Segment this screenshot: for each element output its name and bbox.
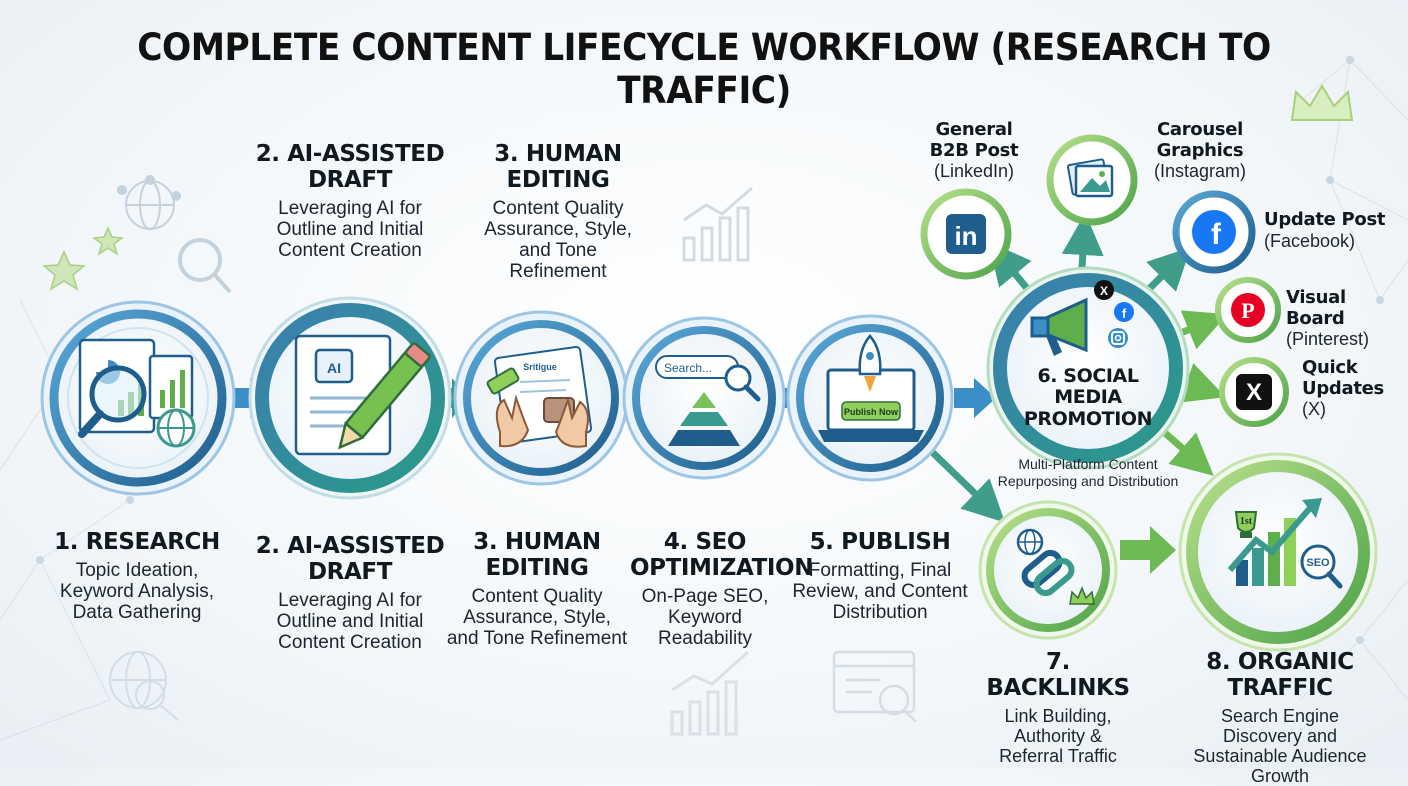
social-desc: Multi-Platform Content Repurposing and D… <box>990 456 1186 490</box>
social-label: 6. SOCIAL MEDIA PROMOTION <box>1008 366 1168 430</box>
facebook-platform: (Facebook) <box>1264 231 1394 252</box>
deco-crown-icon <box>1292 86 1352 120</box>
x-node: X <box>1222 360 1286 424</box>
top-draft-desc: Leveraging AI for Outline and Initial Co… <box>260 198 440 262</box>
linkedin-label: General B2B Post (LinkedIn) <box>926 120 1022 182</box>
x-name: Quick Updates <box>1302 358 1372 399</box>
instagram-platform: (Instagram) <box>1140 161 1260 182</box>
instagram-node <box>1050 138 1134 222</box>
draft-label: 2. AI-ASSISTED DRAFT Leveraging AI for O… <box>252 534 448 653</box>
deco-chart-bottom-icon <box>672 652 748 734</box>
linkedin-platform: (LinkedIn) <box>926 161 1022 182</box>
research-icon <box>80 340 194 446</box>
social-title: 6. SOCIAL MEDIA PROMOTION <box>1008 366 1168 430</box>
backlinks-title: 7. BACKLINKS <box>976 650 1140 702</box>
research-title: 1. RESEARCH <box>52 530 222 556</box>
deco-star-icon <box>44 228 122 289</box>
backlinks-node <box>980 502 1116 638</box>
x-icon: X <box>1246 379 1262 406</box>
arrow-6-linkedin <box>1002 258 1030 292</box>
top-draft-title: 2. AI-ASSISTED DRAFT <box>248 142 452 194</box>
draft-node: AI <box>250 298 450 498</box>
linkedin-icon: in <box>954 221 977 251</box>
mini-x-text: X <box>1100 284 1108 298</box>
facebook-name: Update Post <box>1264 210 1394 231</box>
facebook-icon: f <box>1211 218 1222 251</box>
x-platform: (X) <box>1302 399 1382 420</box>
seo-label: 4. SEO OPTIMIZATION On-Page SEO, Keyword… <box>630 530 780 649</box>
publish-title: 5. PUBLISH <box>790 530 970 556</box>
pinterest-node: P <box>1218 280 1278 340</box>
deco-browser-icon <box>834 652 916 722</box>
edit-node: Sritigue <box>455 312 627 484</box>
doc-heading-text: Sritigue <box>523 362 557 372</box>
pinterest-name: Visual Board <box>1286 288 1406 329</box>
traffic-node: 1st SEO <box>1180 454 1376 650</box>
publish-button-text: Publish Now <box>844 407 899 417</box>
backlinks-label: 7. BACKLINKS Link Building, Authority & … <box>976 650 1140 766</box>
deco-magnifier-icon <box>180 240 230 292</box>
mini-facebook-text: f <box>1122 306 1127 321</box>
deco-globe-bottom-icon <box>110 652 178 720</box>
facebook-node: f <box>1176 194 1252 270</box>
deco-globe-icon <box>118 176 180 229</box>
instagram-name: Carousel Graphics <box>1150 120 1250 161</box>
seo-node: Search... <box>624 318 784 478</box>
instagram-label: Carousel Graphics (Instagram) <box>1140 120 1260 182</box>
facebook-label: Update Post (Facebook) <box>1264 210 1394 251</box>
top-edit-desc: Content Quality Assurance, Style, and To… <box>468 198 648 283</box>
research-label: 1. RESEARCH Topic Ideation, Keyword Anal… <box>52 530 222 624</box>
traffic-label: 8. ORGANIC TRAFFIC Search Engine Discove… <box>1164 650 1396 786</box>
x-label: Quick Updates (X) <box>1302 358 1382 420</box>
traffic-title: 8. ORGANIC TRAFFIC <box>1164 650 1396 702</box>
backlinks-desc: Link Building, Authority & Referral Traf… <box>988 706 1128 766</box>
linkedin-name: General B2B Post <box>926 120 1022 161</box>
deco-chart-icon <box>684 188 752 260</box>
draft-desc: Leveraging AI for Outline and Initial Co… <box>264 590 436 654</box>
publish-node: Publish Now <box>788 316 952 480</box>
publish-label: 5. PUBLISH Formatting, Final Review, and… <box>790 530 970 624</box>
seo-badge-text: SEO <box>1306 557 1330 569</box>
edit-desc: Content Quality Assurance, Style, and To… <box>446 586 628 650</box>
draft-title: 2. AI-ASSISTED DRAFT <box>252 534 448 586</box>
top-draft-label: 2. AI-ASSISTED DRAFT Leveraging AI for O… <box>248 142 452 261</box>
pinterest-icon: P <box>1241 298 1254 323</box>
arrow-7-8 <box>1120 526 1176 574</box>
ai-chip-text: AI <box>327 360 341 376</box>
trophy-text: 1st <box>1240 516 1253 527</box>
search-box-text: Search... <box>664 361 712 375</box>
research-desc: Topic Ideation, Keyword Analysis, Data G… <box>52 560 222 624</box>
arrow-6-facebook <box>1148 262 1176 290</box>
edit-title: 3. HUMAN EDITING <box>467 530 607 582</box>
edit-label: 3. HUMAN EDITING Content Quality Assuran… <box>446 530 628 649</box>
arrow-6-instagram <box>1082 234 1084 268</box>
top-edit-title: 3. HUMAN EDITING <box>488 142 628 194</box>
seo-title: 4. SEO OPTIMIZATION <box>630 530 780 582</box>
top-edit-label: 3. HUMAN EDITING Content Quality Assuran… <box>468 142 648 283</box>
seo-desc: On-Page SEO, Keyword Readability <box>640 586 770 650</box>
pinterest-label: Visual Board (Pinterest) <box>1286 288 1406 350</box>
pinterest-platform: (Pinterest) <box>1286 329 1406 350</box>
research-node <box>42 302 234 494</box>
traffic-desc: Search Engine Discovery and Sustainable … <box>1180 706 1380 786</box>
arrow-5-7 <box>930 450 990 508</box>
editing-hands-icon: Sritigue <box>487 346 592 446</box>
linkedin-node: in <box>924 192 1008 276</box>
publish-desc: Formatting, Final Review, and Content Di… <box>790 560 970 624</box>
